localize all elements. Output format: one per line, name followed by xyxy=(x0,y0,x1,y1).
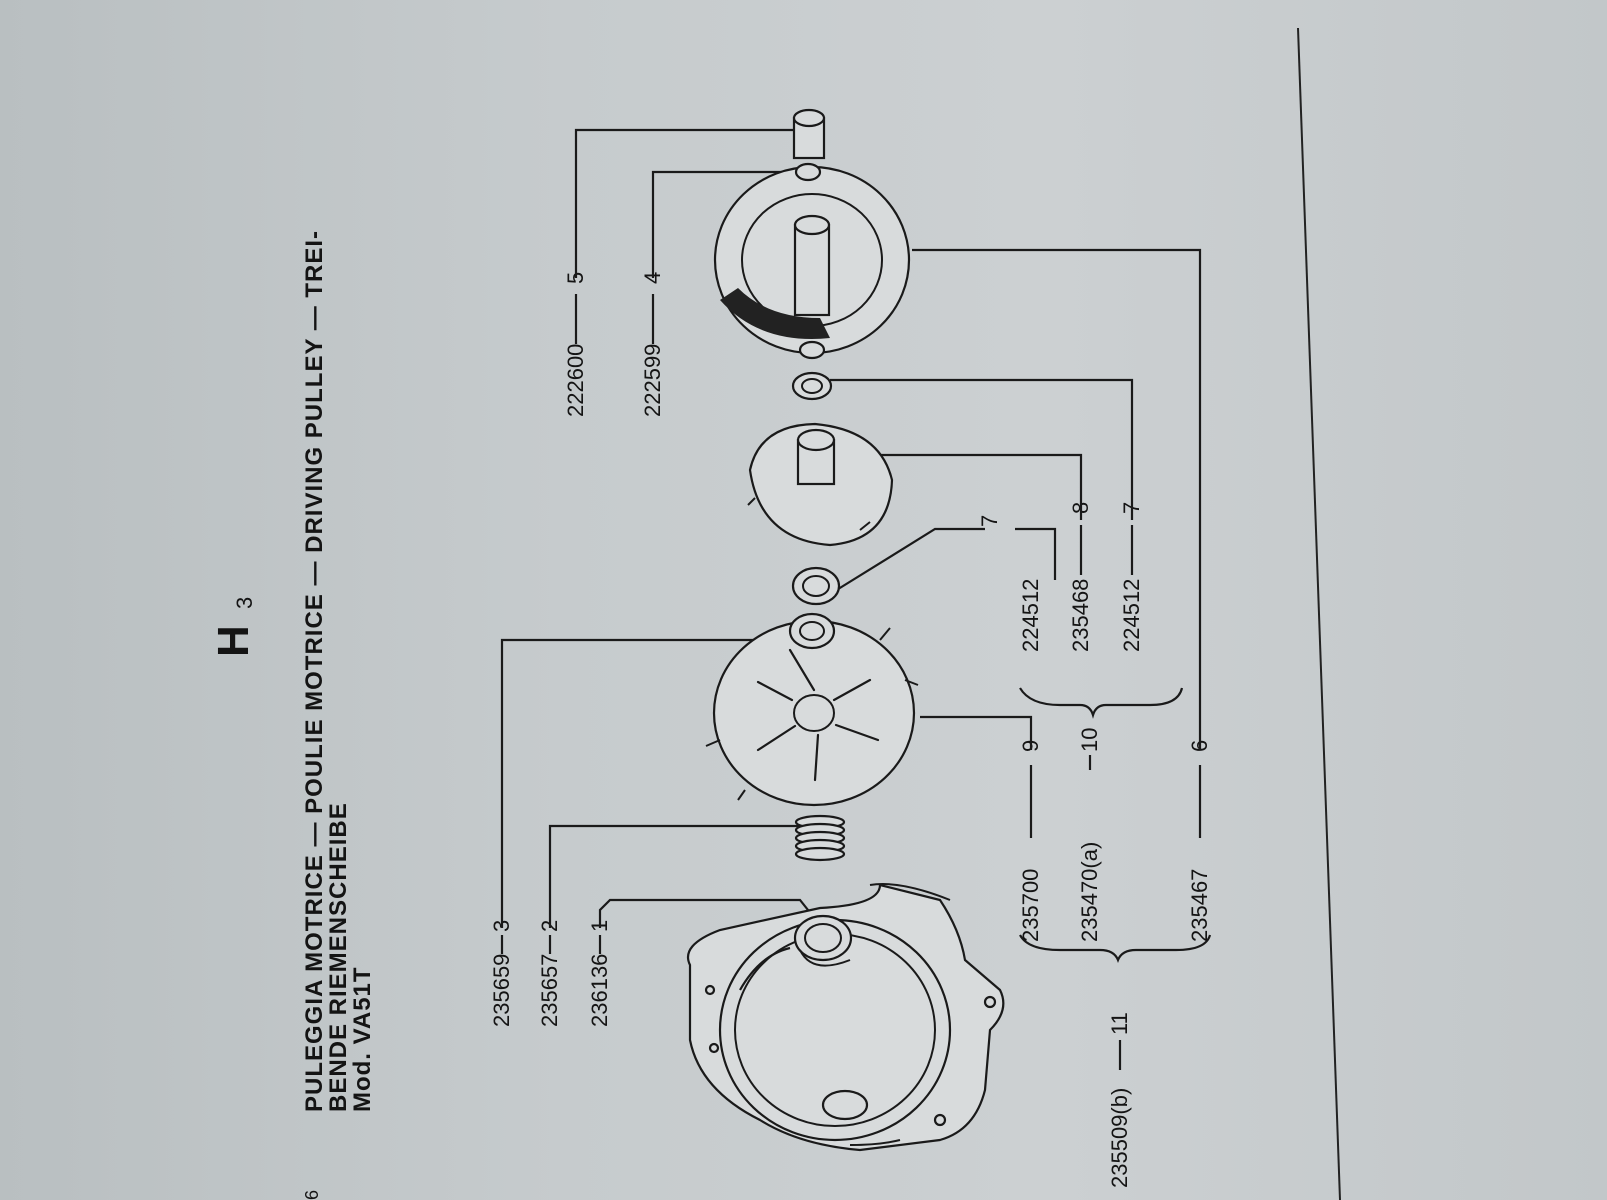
spring-part xyxy=(794,814,846,862)
part-number: 235659 xyxy=(489,954,514,1027)
part-number: 224512 xyxy=(1119,579,1144,652)
item-part: 235470(a) xyxy=(1077,842,1102,942)
margin-mark: 6 xyxy=(302,1190,322,1200)
title-line-3: Mod. VA51T xyxy=(349,966,376,1112)
part-number: 222600 xyxy=(563,344,588,417)
page-border-line xyxy=(1297,27,1341,1200)
assembly-main-part: 235509(b) xyxy=(1107,1088,1132,1188)
ring-part xyxy=(791,371,833,401)
assembly-callouts: 235509(b) 11 235700 9 235470(a) 10 23546… xyxy=(1018,687,1212,1188)
callout-224512-7a: 224512 7 xyxy=(977,515,1043,652)
ref-number: 7 xyxy=(977,515,1002,527)
title-line-2: BENDE RIEMENSCHEIBE xyxy=(325,802,352,1112)
item-part: 235467 xyxy=(1187,869,1212,942)
callout-235468-8: 235468 8 xyxy=(1068,502,1093,652)
leader-lines xyxy=(500,128,1202,928)
bushing-part xyxy=(793,914,853,967)
part-number: 235468 xyxy=(1068,579,1093,652)
item-ref: 10 xyxy=(1077,728,1102,752)
sleeve-part xyxy=(792,108,826,160)
item-part: 235700 xyxy=(1018,869,1043,942)
seal-ring-part xyxy=(788,612,836,650)
part-number: 224512 xyxy=(1018,579,1043,652)
shield-plate-part xyxy=(747,422,894,547)
part-number: 235657 xyxy=(537,954,562,1027)
housing-part xyxy=(687,883,1005,1152)
callout-235657-2: 235657 2 xyxy=(537,920,562,1027)
callout-222599-4: 222599 4 xyxy=(640,272,665,417)
callout-222600-5: 222600 5 xyxy=(563,272,588,417)
section-subscript: 3 xyxy=(232,597,257,609)
callout-224512-7b: 224512 7 xyxy=(1119,502,1144,652)
assembly-main-ref: 11 xyxy=(1107,1012,1132,1035)
callout-236136-1: 236136 1 xyxy=(587,920,612,1027)
part-number: 222599 xyxy=(640,344,665,417)
title-block: PULEGGIA MOTRICE — POULIE MOTRICE — DRIV… xyxy=(301,230,376,1112)
section-heading: H 3 xyxy=(209,597,258,657)
callout-235659-3: 235659 3 xyxy=(489,920,514,1027)
washer-part xyxy=(794,162,822,182)
section-letter: H xyxy=(209,625,258,657)
bearing-ring-part xyxy=(791,566,841,606)
title-line-1: PULEGGIA MOTRICE — POULIE MOTRICE — DRIV… xyxy=(301,230,328,1112)
driving-pulley-part xyxy=(713,165,911,360)
part-number: 236136 xyxy=(587,954,612,1027)
